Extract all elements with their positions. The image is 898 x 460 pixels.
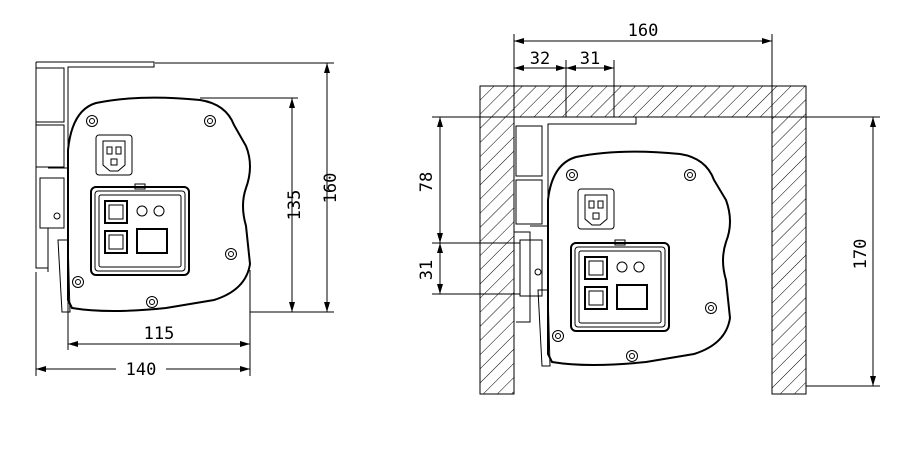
mounting-hole-icon (53, 212, 61, 220)
mounting-hole-icon (86, 115, 98, 127)
mounting-hole-icon (705, 302, 717, 314)
housing-outline (547, 150, 732, 366)
dim-vertical-b: 31 (417, 260, 437, 280)
mounting-hole-icon (566, 169, 578, 181)
dim-mount-width: 160 (628, 21, 659, 41)
dim-mount-height: 170 (851, 239, 871, 270)
control-panel (90, 183, 190, 276)
control-panel (570, 239, 670, 332)
bracket (514, 116, 637, 227)
dim-height-outer: 160 (321, 173, 341, 204)
mounting-hole-icon (72, 276, 84, 288)
mounting-hole-icon (146, 296, 158, 308)
iec-power-inlet-icon (95, 134, 133, 176)
installation-view: 160 32 31 78 31 170 (417, 21, 880, 395)
mounting-hole-icon (534, 268, 542, 276)
mounting-hole-icon (225, 248, 237, 260)
bracket (36, 61, 155, 169)
dim-height-inner: 135 (285, 190, 305, 221)
mounting-hole-icon (552, 330, 564, 342)
iec-power-inlet-icon (577, 188, 615, 230)
mounting-hole-icon (684, 169, 696, 181)
dim-offset-b: 31 (580, 49, 600, 69)
dim-offset-a: 32 (530, 49, 550, 69)
dim-vertical-a: 78 (417, 172, 437, 192)
dim-width-outer: 140 (126, 360, 157, 380)
housing-outline (67, 96, 252, 312)
mounting-hole-icon (204, 115, 216, 127)
front-view: 160 135 115 140 (35, 61, 341, 380)
mounting-hole-icon (626, 350, 638, 362)
dim-width-inner: 115 (144, 324, 175, 344)
